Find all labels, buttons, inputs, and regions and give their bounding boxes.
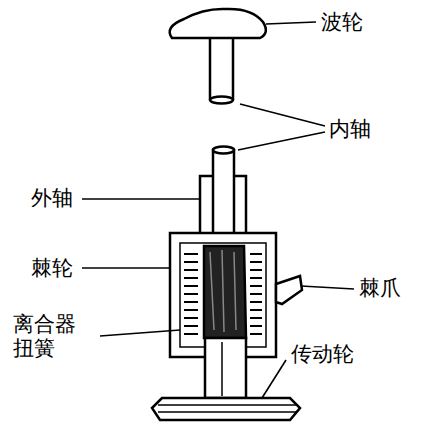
part-label: 外轴 (30, 186, 74, 210)
coil-lines-left (184, 254, 198, 334)
part-label: 离合器 扭簧 (12, 312, 86, 360)
pawl (276, 276, 302, 304)
part-label: 棘爪 (358, 276, 402, 300)
drive-pulley (152, 398, 300, 420)
lower-shaft-end (213, 147, 234, 154)
upper-shaft-end (210, 97, 233, 104)
illustration-group (152, 9, 302, 420)
part-label: 棘轮 (30, 256, 74, 280)
lower-inner-shaft (213, 150, 234, 246)
leader-ratchet (82, 267, 170, 269)
coil-lines-right (250, 254, 262, 334)
leader-inner-shaft-lower (238, 132, 325, 150)
lower-shaft-line (221, 342, 223, 396)
leader-inner-shaft-upper (240, 104, 325, 126)
leader-lines (82, 22, 354, 398)
part-label: 波轮 (320, 10, 364, 34)
leader-outer-shaft (82, 198, 200, 200)
core-hatching (210, 250, 236, 332)
pulley-grooves (158, 405, 296, 412)
leader-pulley (262, 360, 286, 398)
leader-impeller (266, 22, 316, 24)
leader-pawl (301, 286, 354, 289)
part-label: 内轴 (328, 117, 372, 141)
ratchet-inner (180, 243, 266, 347)
dark-core (204, 246, 246, 338)
upper-inner-shaft (210, 38, 233, 100)
impeller-cap (170, 9, 266, 38)
part-label: 传动轮 (290, 342, 355, 366)
leader-spring (100, 330, 180, 336)
lower-shaft (205, 338, 246, 398)
